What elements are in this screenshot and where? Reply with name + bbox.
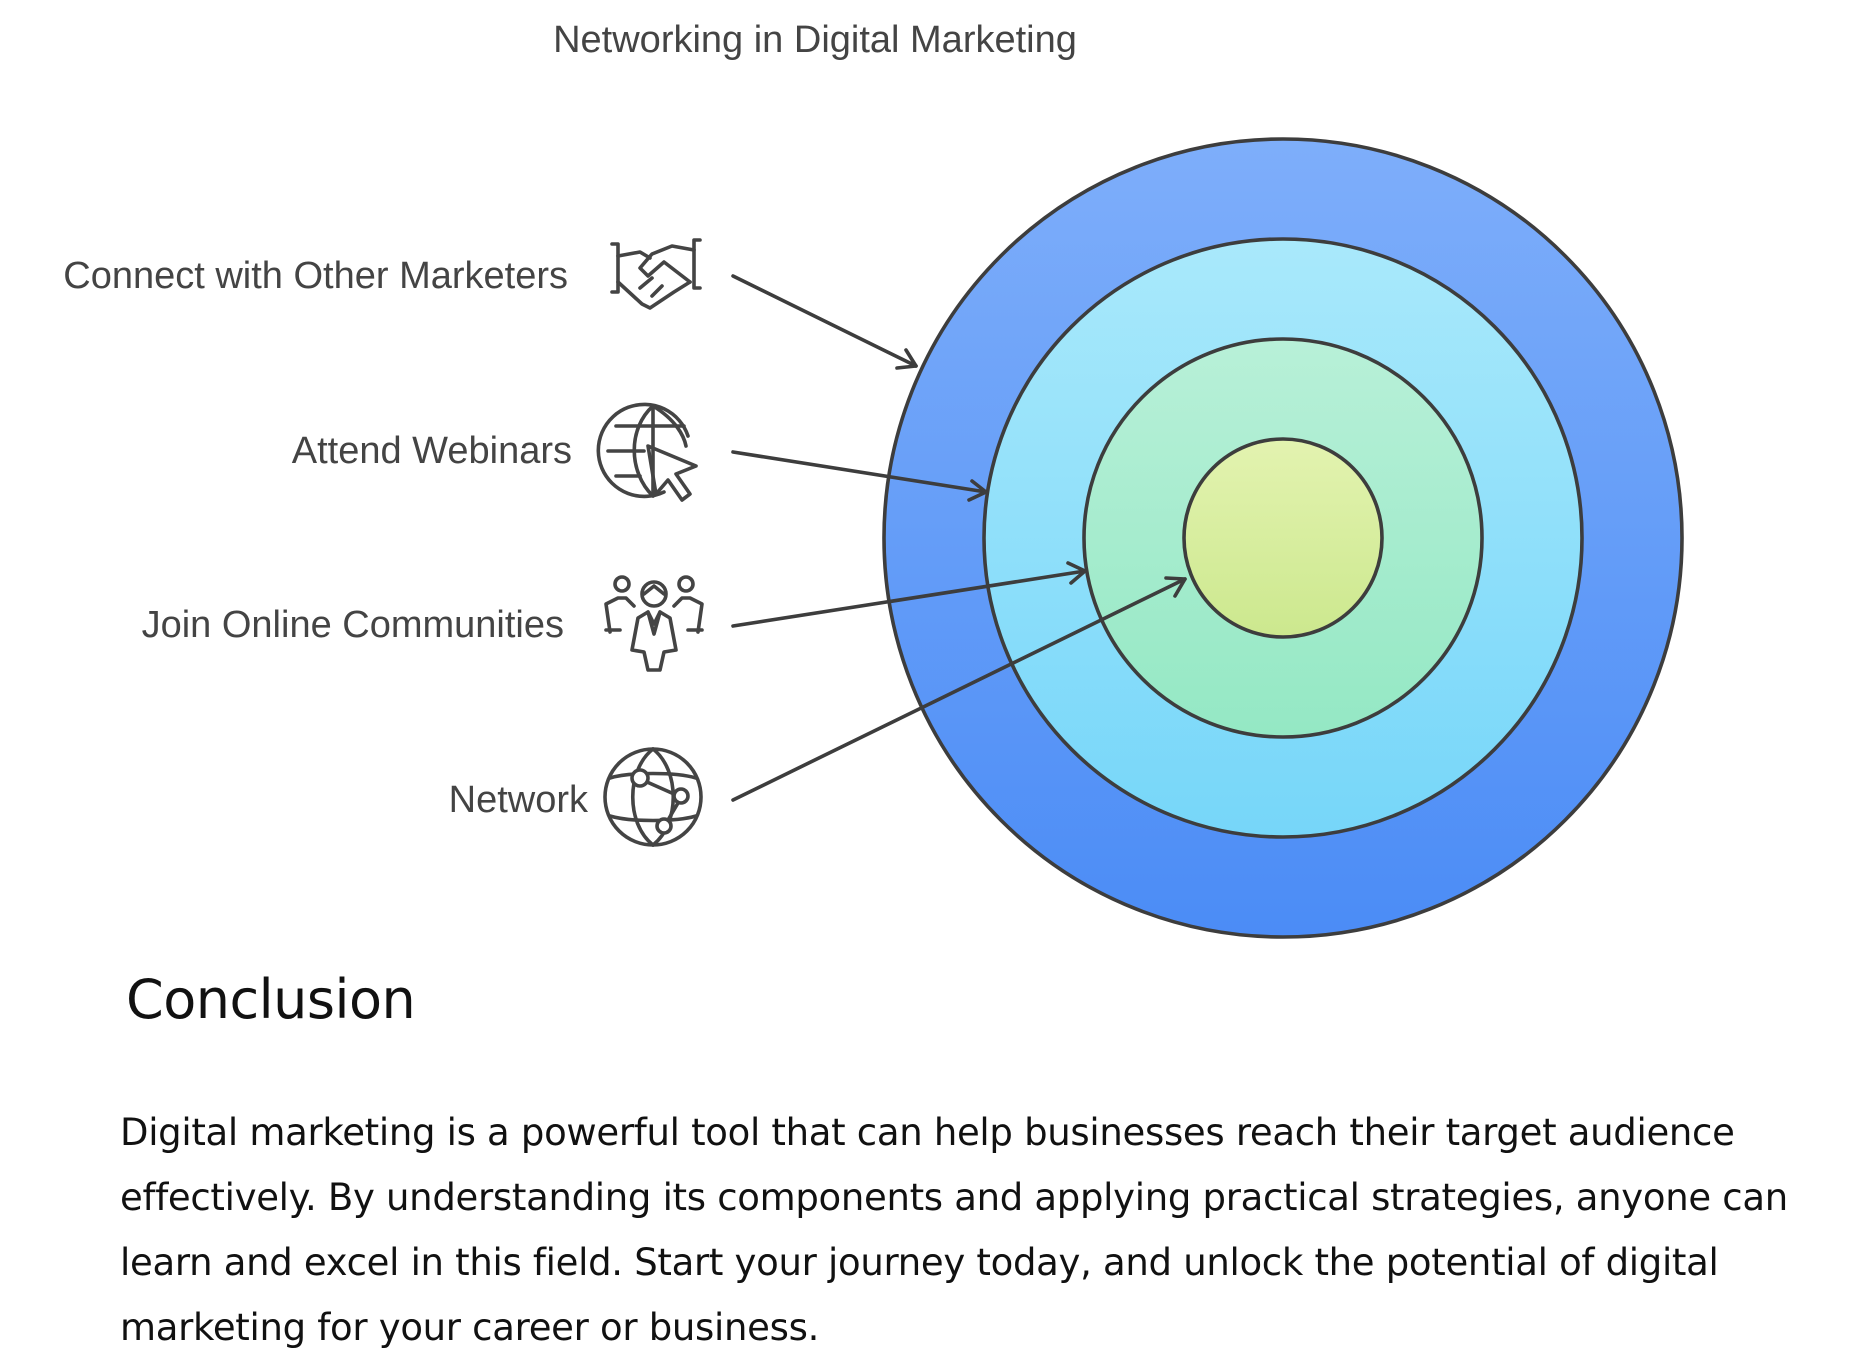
conclusion-body: Digital marketing is a powerful tool tha… xyxy=(120,1111,1788,1349)
arrow-join-online-communities xyxy=(731,561,1087,628)
label-network: Network xyxy=(449,779,589,821)
core-circle xyxy=(1182,437,1384,639)
label-join-online-communities: Join Online Communities xyxy=(142,604,564,646)
handshake-icon xyxy=(610,238,702,310)
globe-cursor-icon xyxy=(596,402,698,502)
diagram-title: Networking in Digital Marketing xyxy=(553,19,1077,61)
arrow-network xyxy=(731,576,1187,802)
label-connect-with-other-marketers: Connect with Other Marketers xyxy=(63,255,568,297)
label-attend-webinars: Attend Webinars xyxy=(292,430,572,472)
network-globe-icon xyxy=(603,747,703,847)
arrow-attend-webinars xyxy=(731,450,988,502)
networking-diagram: Networking in Digital Marketing Connect … xyxy=(63,19,1684,939)
community-people-icon xyxy=(604,575,704,672)
conclusion-heading: Conclusion xyxy=(126,968,416,1031)
arrow-connect-with-other-marketers xyxy=(731,274,918,370)
